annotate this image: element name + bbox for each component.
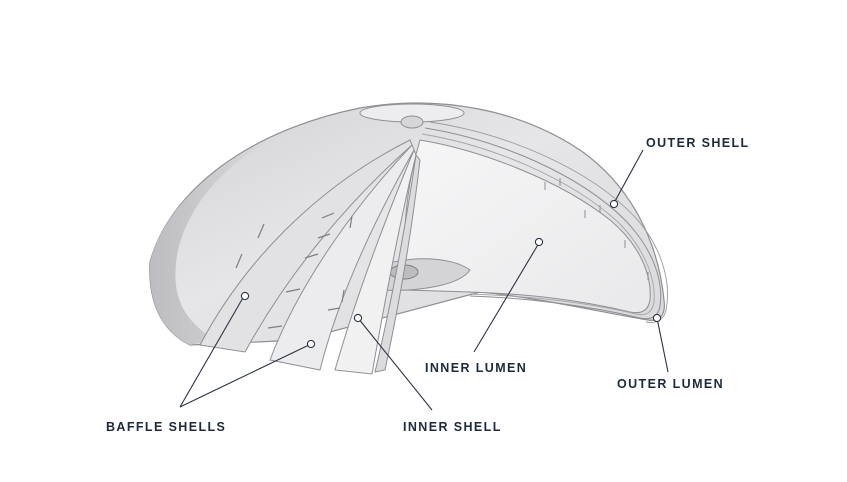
top-valve-center bbox=[400, 115, 424, 129]
baffle-slots bbox=[235, 212, 353, 329]
label-outer-lumen: OUTER LUMEN bbox=[617, 377, 725, 391]
leader-lines bbox=[179, 149, 669, 411]
outer-lumen-layer-2 bbox=[421, 133, 655, 316]
outer-lumen-layer-3 bbox=[429, 121, 668, 323]
callout-dots bbox=[240, 199, 662, 349]
outer-lumen-layer-1 bbox=[424, 127, 662, 320]
baffle-shell-1 bbox=[199, 139, 413, 353]
inner-shell-fin bbox=[374, 153, 421, 373]
label-inner-lumen: INNER LUMEN bbox=[425, 361, 528, 375]
label-inner-shell: INNER SHELL bbox=[403, 420, 502, 434]
outer-lumen-ticks bbox=[544, 178, 649, 280]
label-baffle-shells: BAFFLE SHELLS bbox=[106, 420, 227, 434]
label-outer-shell: OUTER SHELL bbox=[646, 136, 750, 150]
outer-shell-left-edge bbox=[149, 135, 280, 345]
baffle-shell-2 bbox=[269, 144, 415, 371]
